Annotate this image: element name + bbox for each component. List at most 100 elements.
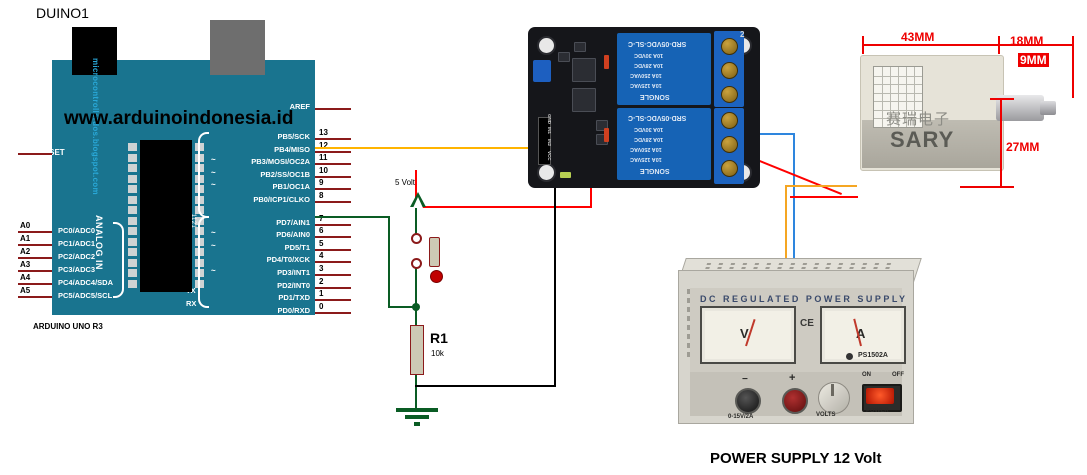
pin-number-9: 9	[319, 178, 324, 188]
analog-pin-label-A3: PC3/ADC3	[58, 265, 96, 274]
pin-number-4: 4	[319, 251, 324, 261]
psu-positive-jack[interactable]	[782, 388, 808, 414]
pin-lead-9[interactable]	[315, 188, 351, 191]
analog-pin-lead-A4[interactable]	[18, 283, 52, 285]
psu-brand-text: DC REGULATED POWER SUPPLY	[700, 294, 908, 304]
wire-relay-no-horizontal	[743, 133, 795, 135]
psu-vent	[718, 263, 724, 265]
relay-2-brand: SONGLE	[640, 167, 670, 174]
pin-lead-0[interactable]	[315, 311, 351, 314]
pin-lead-2[interactable]	[315, 286, 351, 289]
switch-terminal-bottom[interactable]	[411, 258, 422, 269]
terminal-screw-2[interactable]	[721, 62, 738, 79]
relay-1-spec-dc30: 10A 30VDC	[634, 52, 664, 58]
relay-smd-2	[574, 42, 586, 52]
switch-terminal-top[interactable]	[411, 233, 422, 244]
analog-pin-number-A0: A0	[20, 221, 31, 230]
sticker-gridline	[882, 67, 883, 127]
wire-5v-horizontal	[415, 206, 592, 208]
psu-negative-symbol: −	[742, 374, 748, 385]
analog-pin-number-A2: A2	[20, 247, 31, 256]
chip-pad	[128, 216, 137, 225]
analog-pin-lead-A5[interactable]	[18, 296, 52, 298]
relay-input-header[interactable]	[538, 117, 551, 165]
pin-label-aref: AREF	[289, 102, 310, 111]
relay-2-spec-ac125: 10A 125VAC	[630, 156, 662, 162]
sticker-gridline	[914, 67, 915, 127]
chip-pad	[128, 143, 137, 151]
analog-pin-number-A3: A3	[20, 260, 31, 269]
psu-vent	[874, 263, 880, 265]
psu-power-switch-lit[interactable]	[866, 388, 894, 404]
pwm-marker-3: ~	[211, 266, 216, 275]
pin-number-1: 1	[319, 289, 324, 299]
psu-vent	[838, 263, 844, 265]
pin-lead-10[interactable]	[315, 175, 351, 178]
analog-pin-lead-A0[interactable]	[18, 231, 52, 233]
digital-brace-bottom	[198, 216, 209, 308]
pin-lead-5[interactable]	[315, 248, 351, 251]
pin-lead-7[interactable]	[315, 223, 351, 226]
switch-actuator-icon[interactable]	[430, 270, 443, 283]
terminal-screw-no[interactable]	[721, 112, 738, 129]
psu-indicator-dot	[846, 353, 853, 360]
wire-gnd-horizontal	[415, 385, 556, 387]
terminal-screw-3[interactable]	[721, 86, 738, 103]
psu-vent	[729, 267, 734, 269]
psu-vent	[777, 267, 782, 269]
chip-pad	[128, 195, 137, 204]
pin-number-6: 6	[319, 226, 324, 236]
pin-lead-3[interactable]	[315, 274, 351, 276]
psu-vent	[826, 263, 832, 265]
analog-pin-lead-A1[interactable]	[18, 244, 52, 246]
analog-pin-label-A0: PC0/ADC0	[58, 226, 96, 235]
pin-number-3: 3	[319, 264, 324, 273]
pin-lead-13[interactable]	[315, 138, 351, 140]
pin-label-rx: RX	[186, 299, 197, 308]
analog-pin-lead-A3[interactable]	[18, 270, 52, 272]
psu-negative-jack[interactable]	[735, 388, 761, 414]
psu-side-vent	[687, 316, 690, 321]
dim-tick-height-top	[990, 98, 1014, 100]
pin-lead-4[interactable]	[315, 261, 351, 264]
ammeter	[820, 306, 906, 364]
psu-vent	[730, 263, 736, 265]
psu-vent	[742, 263, 748, 265]
pin-label-reset: RESET	[38, 148, 65, 157]
supply-arrow-inner-icon	[413, 197, 423, 208]
relay-2-spec-dc30: 10A 30VDC	[634, 126, 664, 132]
psu-voltage-knob[interactable]	[818, 382, 850, 414]
psu-side-vent	[687, 325, 690, 330]
pushbutton-switch[interactable]	[429, 237, 440, 267]
pin-lead-8[interactable]	[315, 201, 351, 203]
wire-motor-red-lead	[790, 196, 858, 198]
dim-line-width	[862, 44, 1000, 46]
chip-pad	[128, 206, 137, 214]
terminal-screw-com[interactable]	[721, 136, 738, 153]
pin-label-3: PD3/INT1	[277, 268, 310, 277]
terminal-screw-nc[interactable]	[721, 160, 738, 177]
solenoid-spec-sticker	[873, 66, 923, 128]
pin-lead-11[interactable]	[315, 163, 351, 166]
pwm-marker-11: ~	[211, 155, 216, 165]
dim-label-width: 43MM	[898, 30, 938, 44]
relay-mount-hole-tl	[537, 36, 556, 55]
pin-number-5: 5	[319, 238, 324, 248]
psu-vent	[706, 263, 712, 265]
terminal-screw-1[interactable]	[721, 38, 738, 55]
analog-pin-number-A1: A1	[20, 234, 31, 243]
pin-label-4: PD4/T0/XCK	[266, 255, 310, 265]
watermark-arduinoindonesia: www.arduinoindonesia.id	[64, 108, 294, 129]
wire-pin7-horizontal	[315, 216, 390, 218]
psu-vent	[802, 263, 808, 265]
relay-ic-1	[572, 58, 596, 82]
pin-label-8: PB0/ICP1/CLKO	[253, 195, 310, 204]
analog-pin-lead-A2[interactable]	[18, 257, 52, 259]
pin-lead-12[interactable]	[315, 150, 351, 153]
relay-channel-2-mark: 2	[740, 30, 745, 39]
pin-lead-1[interactable]	[315, 299, 351, 302]
pin-lead-6[interactable]	[315, 236, 351, 239]
chip-pad	[128, 153, 137, 162]
psu-side-vent	[687, 307, 690, 312]
psu-vent	[885, 267, 890, 269]
